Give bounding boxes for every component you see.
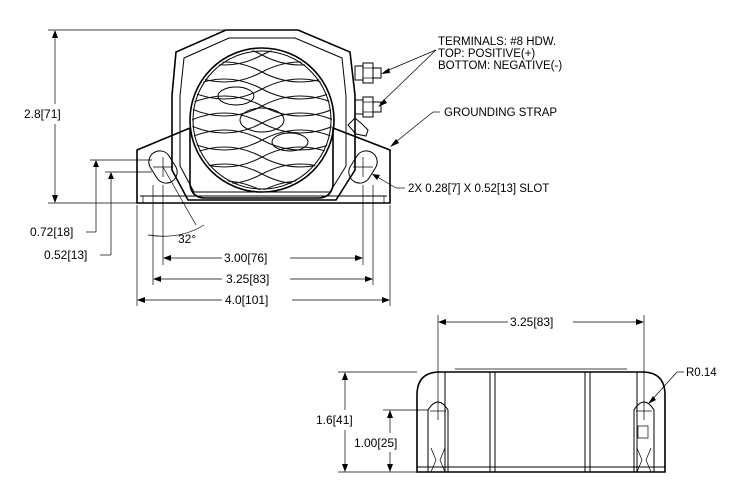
side-dim-height-label: 1.6[41] [316, 413, 353, 427]
front-view: 2.8[71] 0.72[18] 0.52[13] 32° 3.00[76] 3… [24, 29, 391, 307]
dim-angle-label: 32° [178, 232, 196, 246]
leaders [372, 49, 440, 189]
note-terminals-line1: TERMINALS: #8 HDW. [438, 36, 556, 48]
dim-width-mid-label: 3.25[83] [226, 272, 269, 286]
note-radius: R0.14 [686, 367, 717, 379]
note-grounding-strap: GROUNDING STRAP [444, 107, 557, 119]
slot-right [348, 150, 378, 184]
dim-slot-upper-label: 0.72[18] [30, 225, 73, 239]
grille-rim [189, 47, 335, 193]
dim-width-inner-label: 3.00[76] [224, 251, 267, 265]
side-view: 3.25[83] 1.6[41] 1.00[25] R0.14 [316, 315, 717, 473]
grounding-strap [347, 117, 369, 137]
dim-height-label: 2.8[71] [24, 107, 61, 121]
housing-octagon [171, 29, 356, 201]
note-terminals-line3: BOTTOM: NEGATIVE(-) [438, 60, 562, 72]
side-dim-hole-height-label: 1.00[25] [354, 436, 397, 450]
note-terminals-line2: TOP: POSITIVE(+) [438, 48, 535, 60]
terminal-bottom [354, 96, 382, 118]
grille-mesh [192, 50, 332, 190]
terminal-top [354, 62, 382, 84]
note-slot: 2X 0.28[7] X 0.52[13] SLOT [408, 183, 549, 195]
dim-slot-lower-label: 0.52[13] [44, 248, 87, 262]
side-dim-spacing-label: 3.25[83] [510, 315, 553, 329]
base-flange [136, 126, 391, 204]
dim-width-overall-label: 4.0[101] [225, 293, 268, 307]
side-body [416, 371, 666, 473]
